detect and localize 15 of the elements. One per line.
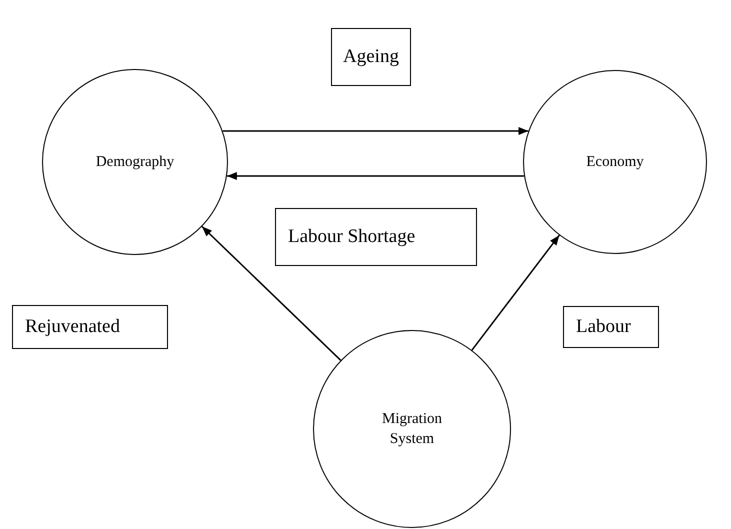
arrow bbox=[222, 127, 528, 135]
arrow bbox=[226, 172, 524, 180]
arrow bbox=[201, 226, 342, 361]
node-label: Ageing bbox=[343, 46, 399, 68]
label-box bbox=[12, 305, 168, 349]
node-label: Demography bbox=[96, 152, 174, 172]
node-label: Rejuvenated bbox=[25, 316, 120, 338]
node-label: Migration System bbox=[381, 410, 443, 449]
node-label: Labour Shortage bbox=[288, 226, 416, 248]
label-box bbox=[275, 208, 477, 266]
node-label: Economy bbox=[586, 152, 644, 172]
label-box bbox=[563, 306, 659, 348]
node-label: Labour bbox=[576, 316, 631, 338]
label-box bbox=[331, 28, 411, 86]
arrow bbox=[471, 234, 560, 351]
